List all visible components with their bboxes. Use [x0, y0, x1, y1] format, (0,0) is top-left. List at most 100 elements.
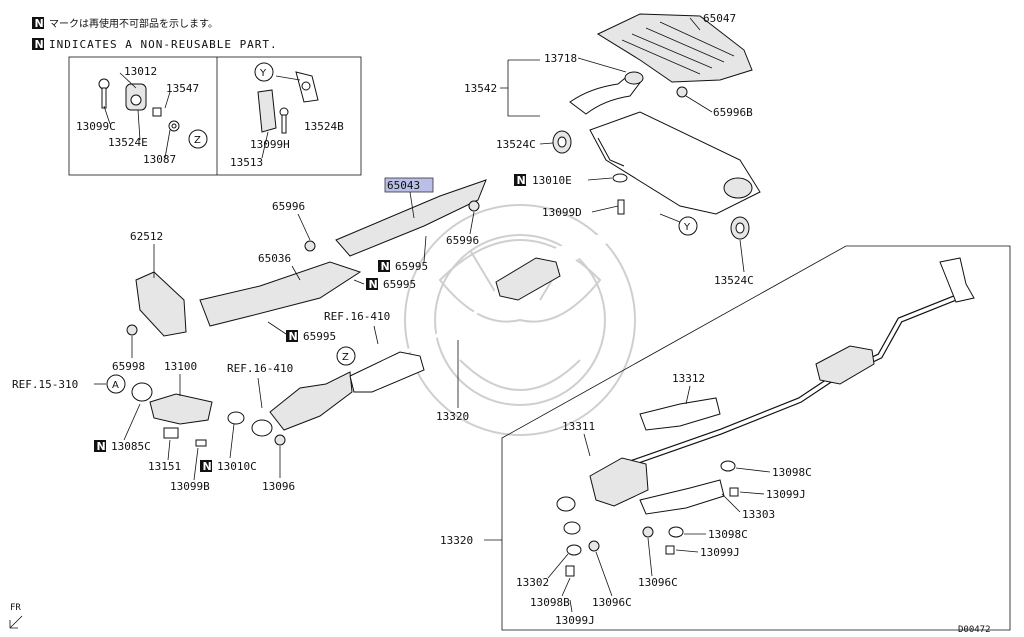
label-13524b: 13524B [304, 120, 344, 133]
fr-label: FR [10, 603, 21, 613]
heat-shield-65047 [596, 13, 753, 83]
label-13087: 13087 [143, 153, 176, 166]
clamp-13098c-b [668, 526, 684, 538]
spring-13151 [163, 427, 179, 439]
heat-shield-65036 [199, 261, 362, 327]
svg-text:Y: Y [259, 68, 267, 79]
hanger-13524c-right [730, 216, 750, 240]
bolt-13099j-a [729, 487, 739, 497]
catalyst-variant [556, 397, 725, 535]
heat-shield-65043 [335, 179, 487, 257]
variant-detail-box [501, 245, 1011, 631]
label-13096c-b: 13096C [592, 596, 632, 609]
label-65047: 65047 [703, 12, 736, 25]
label-13320-a: 13320 [436, 410, 469, 423]
document-id: D00472 [958, 625, 991, 635]
inset-right-parts [257, 71, 319, 159]
n-mark-65995-c [286, 330, 298, 342]
label-65995-a: 65995 [395, 260, 428, 273]
center-pipe-variant [599, 257, 975, 477]
n-mark-13085c-text: N [97, 440, 106, 453]
label-65043: 65043 [387, 179, 420, 192]
label-13524c-right: 13524C [714, 274, 754, 287]
front-pipe-catalyst [227, 351, 425, 437]
label-13151: 13151 [148, 460, 181, 473]
nut-65996b [676, 86, 688, 98]
bolt-13099d [617, 199, 625, 215]
label-65995-c: 65995 [303, 330, 336, 343]
label-13524e: 13524E [108, 136, 148, 149]
label-65996-a: 65996 [272, 200, 305, 213]
n-mark-badge [32, 17, 44, 29]
label-13098c-b: 13098C [708, 528, 748, 541]
svg-text:Z: Z [342, 352, 349, 363]
n-mark-13010e [514, 174, 526, 186]
label-13718: 13718 [544, 52, 577, 65]
label-65996b: 65996B [713, 106, 753, 119]
bolt-13099b [195, 439, 207, 447]
label-13099j-b: 13099J [700, 546, 740, 559]
inset-detail-box [68, 56, 362, 176]
bolt-65998 [126, 324, 138, 336]
label-65036: 65036 [258, 252, 291, 265]
nut-65996-b [468, 200, 480, 212]
label-13098b: 13098B [530, 596, 570, 609]
label-13542: 13542 [464, 82, 497, 95]
label-13010c: 13010C [217, 460, 257, 473]
n-mark-13010c [200, 460, 212, 472]
n-mark-65995-b-text: N [369, 278, 378, 291]
label-13303: 13303 [742, 508, 775, 521]
n-mark-text: N [35, 17, 44, 30]
nut-13096c-b [588, 540, 600, 552]
svg-text:Z: Z [194, 135, 201, 146]
label-13100: 13100 [164, 360, 197, 373]
fr-arrow-icon [9, 615, 23, 629]
label-13312: 13312 [672, 372, 705, 385]
nut-65996-a [304, 240, 316, 252]
header-legend: N マークは再使用不可部品を示します。 N INDICATES A NON-RE… [32, 17, 277, 51]
circle-mark-a: A [106, 374, 126, 394]
bracket-62512 [135, 271, 187, 337]
label-13098c-a: 13098C [772, 466, 812, 479]
header-jp-note: マークは再使用不可部品を示します。 [49, 17, 218, 30]
circle-mark-y-main: Y [678, 216, 698, 236]
n-mark-65995-c-text: N [289, 330, 298, 343]
label-13099j-a: 13099J [766, 488, 806, 501]
label-13099b: 13099B [170, 480, 210, 493]
label-65996-b: 65996 [446, 234, 479, 247]
circle-mark-z-inset: Z [188, 129, 208, 149]
clamp-13302 [566, 544, 582, 556]
n-mark-badge-2 [32, 38, 44, 50]
bolt-13099j-b [665, 545, 675, 555]
n-mark-65995-a [378, 260, 390, 272]
hanger-13524c-top [552, 130, 572, 154]
label-13099h: 13099H [250, 138, 290, 151]
n-mark-13085c [94, 440, 106, 452]
ref-16-410-a: REF.16-410 [324, 310, 390, 323]
label-13524c-top: 13524C [496, 138, 536, 151]
circle-mark-z-main: Z [336, 346, 356, 366]
label-13085c: 13085C [111, 440, 151, 453]
center-pipe-13320 [337, 218, 651, 390]
n-mark-65995-b [366, 278, 378, 290]
nut-13096c-a [642, 526, 654, 538]
label-13547: 13547 [166, 82, 199, 95]
label-62512: 62512 [130, 230, 163, 243]
label-13096c-a: 13096C [638, 576, 678, 589]
nut-13096 [274, 434, 286, 446]
manifold-13100 [131, 382, 213, 425]
ref-15-310: REF.15-310 [12, 378, 78, 391]
n-mark-text-2: N [35, 38, 44, 51]
label-13320-b: 13320 [440, 534, 473, 547]
svg-text:Y: Y [683, 222, 691, 233]
label-13311: 13311 [562, 420, 595, 433]
main-muffler-assembly [569, 71, 761, 215]
label-65998: 65998 [112, 360, 145, 373]
front-direction-indicator: FR [9, 603, 23, 629]
label-65995-b: 65995 [383, 278, 416, 291]
label-65043-highlight [384, 177, 434, 193]
label-13096: 13096 [262, 480, 295, 493]
n-mark-65995-a-text: N [381, 260, 390, 273]
label-13099j-c: 13099J [555, 614, 595, 627]
